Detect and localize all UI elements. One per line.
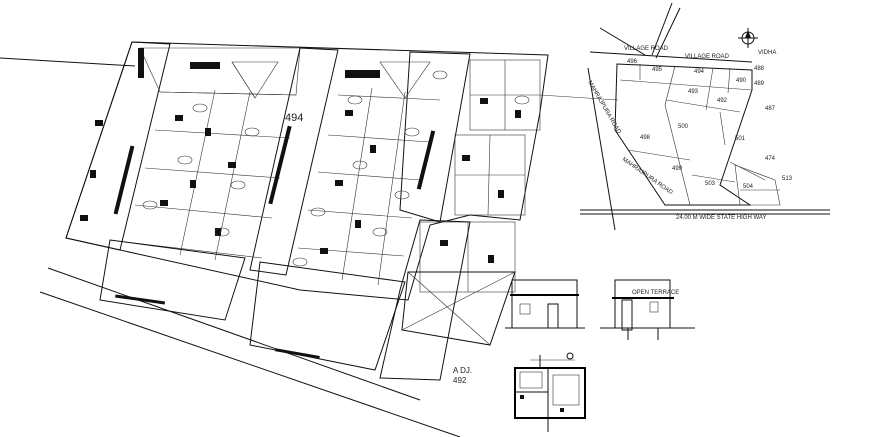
plot-504: 504 (743, 184, 754, 190)
plot-503: 503 (705, 181, 716, 187)
plot-499: 499 (672, 166, 683, 172)
adjacent-plot-label-line2: 492 (453, 376, 467, 385)
floor-plan (514, 352, 586, 432)
side-elevation: OPEN TERRACE (600, 279, 695, 340)
side-number-489: 489 (754, 81, 765, 87)
side-number-513: 513 (782, 176, 793, 182)
plot-495: 495 (652, 67, 663, 73)
road-label-village-road-right: VILLAGE ROAD (685, 54, 730, 60)
highway-label: 24.00 M WIDE STATE HIGH WAY (676, 215, 766, 221)
plot-493: 493 (688, 89, 699, 95)
plot-492: 492 (717, 98, 728, 104)
site-plan: 494 A DJ. 492 (0, 41, 619, 437)
side-number-474: 474 (765, 156, 776, 162)
elevation-title: OPEN TERRACE (632, 290, 679, 296)
road-label-village-road: VILLAGE ROAD (624, 46, 669, 52)
north-arrow-icon (738, 28, 758, 48)
main-plot-number: 494 (285, 112, 303, 124)
plot-494: 494 (694, 69, 705, 75)
side-number-488: 488 (754, 66, 765, 72)
plot-496: 496 (627, 59, 638, 65)
side-number-487: 487 (765, 106, 776, 112)
plot-490: 490 (736, 78, 747, 84)
front-elevation (505, 279, 585, 329)
adjacent-plot-label-line1: A DJ. (453, 366, 472, 375)
north-label: VIDHA (758, 50, 776, 56)
plot-498: 498 (640, 135, 651, 141)
plot-500: 500 (678, 124, 689, 130)
side-number-501: 501 (735, 136, 746, 142)
key-plan: VILLAGE ROAD VILLAGE ROAD MAHRAJPURA ROA… (580, 2, 830, 231)
road-label-mahrajpura-lower: MAHRAJPURA ROAD (621, 157, 674, 197)
